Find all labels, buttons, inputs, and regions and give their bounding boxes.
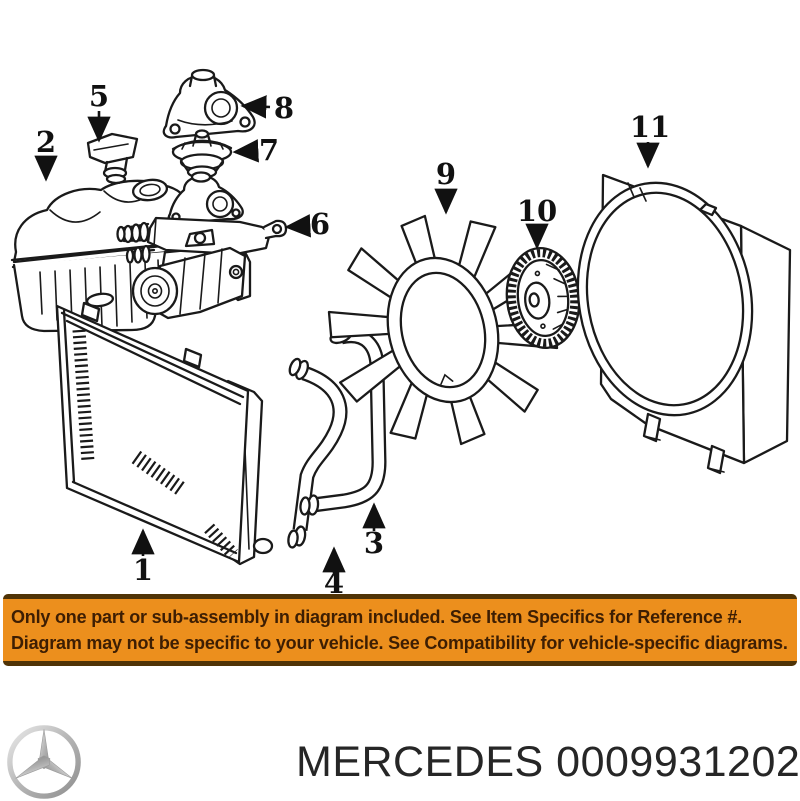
brand-name: MERCEDES — [296, 738, 544, 786]
part-number: 0009931202 — [556, 738, 800, 786]
callout-5-label: 5 — [89, 79, 109, 113]
callout-1-label: 1 — [133, 553, 153, 587]
part-number-title: MERCEDES 0009931202 — [296, 738, 800, 787]
fan-clutch-drawing — [505, 246, 581, 350]
mercedes-star-icon — [7, 725, 81, 799]
callout-3-label: 3 — [364, 526, 384, 560]
callout-2-label: 2 — [36, 125, 56, 159]
callout-8-label: 8 — [274, 91, 294, 125]
footer: MERCEDES 0009931202 — [0, 666, 800, 800]
fan-shroud-drawing — [576, 173, 792, 475]
callout-11-label: 11 — [630, 110, 670, 144]
tank-cap-drawing — [86, 132, 139, 185]
upper-hose-drawing — [299, 327, 387, 516]
callout-7-arrow — [232, 139, 259, 163]
banner-line-1: Only one part or sub-assembly in diagram… — [11, 607, 743, 627]
callout-10-label: 10 — [517, 194, 557, 228]
radiator-drawing — [55, 301, 274, 566]
callout-6-label: 6 — [310, 207, 330, 241]
callout-6-arrow — [284, 214, 311, 238]
callout-arrows — [34, 95, 660, 573]
fan-blade-drawing — [326, 214, 560, 446]
lower-hose-drawing — [287, 357, 348, 549]
disclaimer-banner: Only one part or sub-assembly in diagram… — [3, 594, 797, 666]
callout-labels: 1 2 3 4 5 6 7 8 9 10 11 — [36, 79, 670, 594]
callout-8-arrow — [240, 95, 271, 119]
thermostat-cover-drawing — [162, 68, 256, 139]
callout-9-label: 9 — [436, 157, 456, 191]
thermostat-housing-assembly-drawing — [116, 171, 288, 320]
exploded-parts-diagram: 1 2 3 4 5 6 7 8 9 10 11 — [10, 68, 792, 594]
callout-7-label: 7 — [259, 133, 279, 167]
banner-line-2: Diagram may not be specific to your vehi… — [11, 633, 788, 653]
callout-4-label: 4 — [324, 566, 344, 594]
